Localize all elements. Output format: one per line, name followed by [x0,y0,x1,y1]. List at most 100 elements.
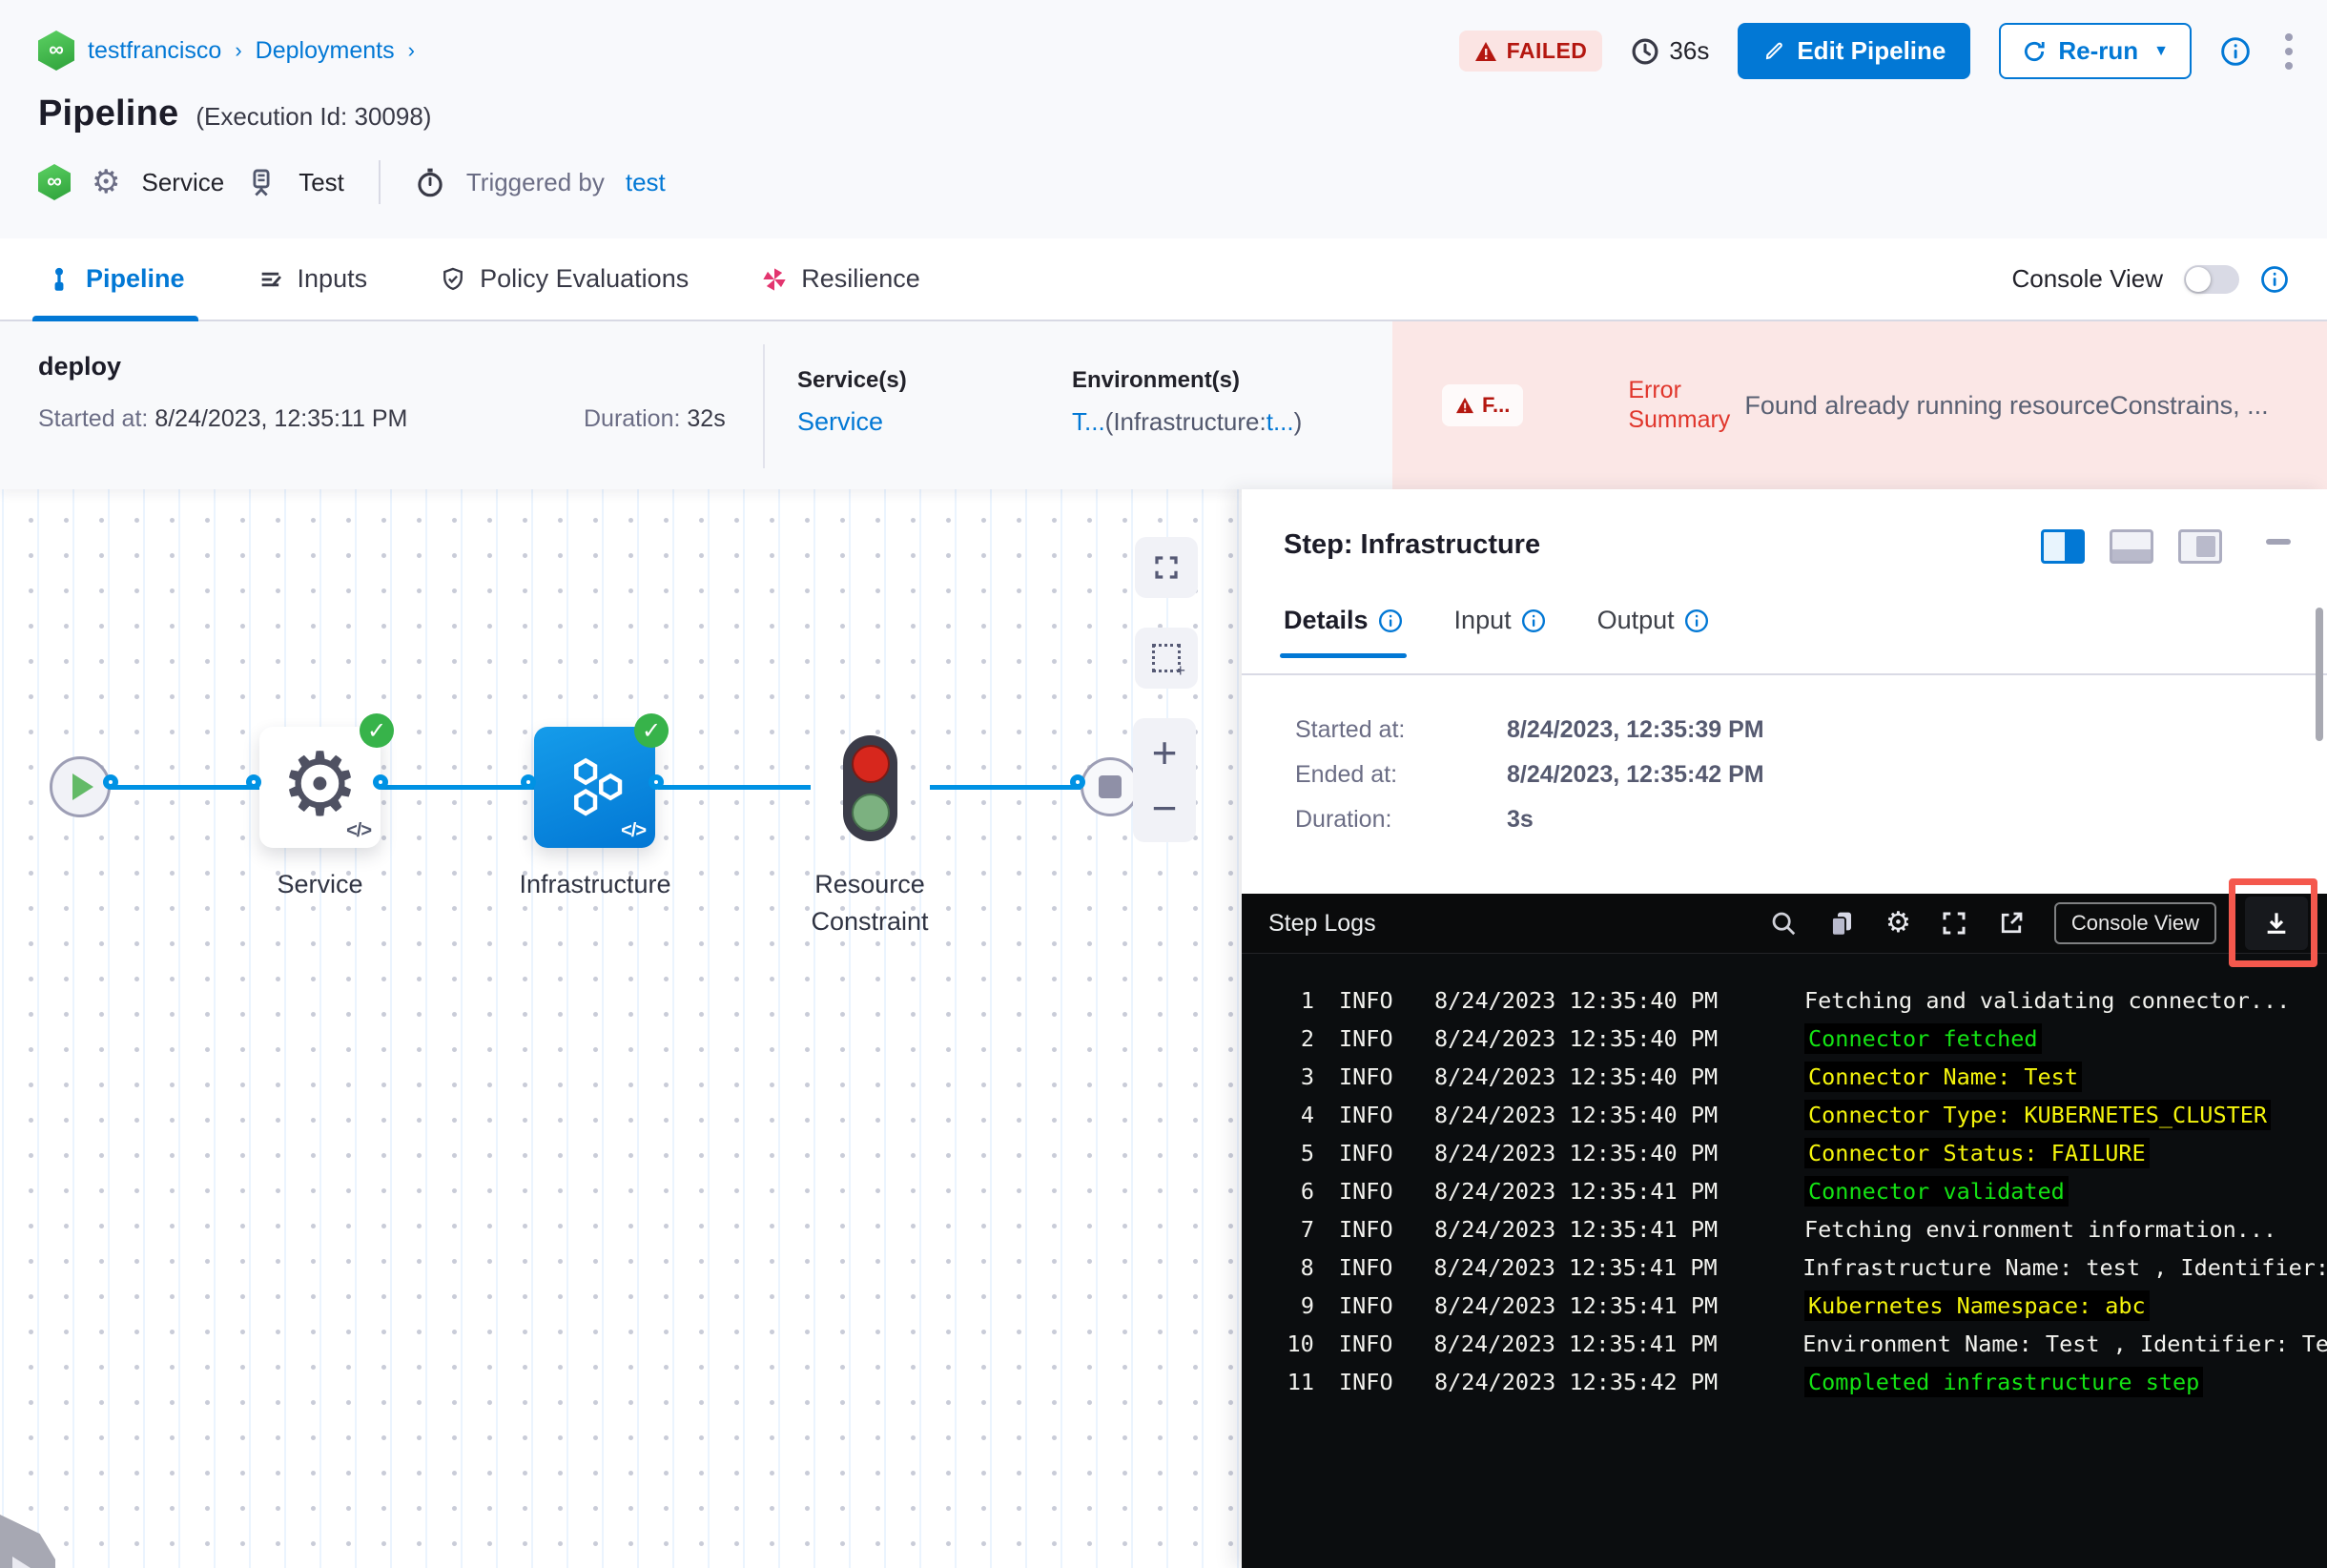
stage-services: Service(s) Service [797,367,907,436]
end-node[interactable] [1081,757,1140,816]
info-icon[interactable] [2260,265,2289,294]
graph-edge [381,785,539,790]
stage-started-at: Started at: 8/24/2023, 12:35:11 PM [38,405,408,432]
caret-down-icon: ▼ [2153,42,2169,59]
tab-resilience[interactable]: Resilience [753,238,928,320]
step-logs-title: Step Logs [1268,909,1376,937]
cd-module-icon: ∞ [38,164,71,200]
pipeline-icon [54,267,64,291]
open-in-new-icon[interactable] [1997,909,2026,938]
status-badge: FAILED [1458,31,1603,72]
node-label: Resource Constraint [811,870,929,937]
rerun-button[interactable]: Re-run ▼ [1999,23,2192,79]
green-light [851,793,890,832]
environment-link[interactable]: T...(Infrastructure:t...) [1072,407,1303,436]
step-panel-tabs: Details Input Output [1280,606,1709,658]
step-logs-header: Step Logs ⚙ Console View [1242,894,2327,954]
gear-icon: ⚙ [92,163,121,201]
warning-triangle-icon [1474,41,1496,61]
clock-icon [1632,38,1658,64]
edge-port [373,774,388,790]
error-summary-label: Error Summary [1628,376,1731,433]
service-name[interactable]: Service [141,167,225,196]
fullscreen-icon[interactable] [1940,909,1968,938]
node-service[interactable]: ⚙ </> ✓ [259,713,394,848]
canvas-fullscreen-button[interactable] [1135,537,1198,598]
graph-edge [95,785,267,790]
layout-bottom-split-button[interactable] [2110,529,2153,564]
header-actions: FAILED 36s Edit Pipeline Re-run ▼ [1458,23,2298,79]
download-icon [2267,913,2286,934]
cd-module-icon: ∞ [38,31,74,71]
tab-pipeline[interactable]: Pipeline [32,238,198,321]
layout-float-button[interactable] [2178,529,2222,564]
edge-port [521,774,536,790]
node-label: Service [277,870,363,898]
detail-row: Started at:8/24/2023, 12:35:39 PM [1295,716,1764,743]
console-view-toggle[interactable] [2184,264,2239,294]
edge-port [246,774,261,790]
edge-port [1070,774,1085,790]
tab-details[interactable]: Details [1280,606,1407,658]
console-view-label: Console View [2011,264,2163,293]
pipeline-graph-canvas[interactable]: ⚙ </> ✓ </> ✓ Service In [0,489,1242,1568]
tab-inputs[interactable]: Inputs [250,238,376,320]
info-icon [1684,609,1708,632]
expand-panel-handle[interactable] [0,1515,55,1568]
start-node[interactable] [50,756,111,817]
divider [1242,673,2327,675]
node-infrastructure[interactable]: </> ✓ [534,713,669,848]
tab-input[interactable]: Input [1454,606,1546,658]
panel-minimize-button[interactable] [2266,539,2291,545]
refresh-icon [2025,41,2045,61]
detail-row: Duration:3s [1295,806,1534,833]
code-icon: </> [346,820,372,841]
panel-layout-switcher [2041,529,2222,564]
tab-policy-evaluations[interactable]: Policy Evaluations [432,238,696,320]
resilience-icon [763,267,786,291]
log-settings-gear-icon[interactable]: ⚙ [1884,906,1911,939]
canvas-select-button[interactable] [1135,628,1198,689]
gear-icon: ⚙ [280,732,360,836]
error-summary-text: Found already running resourceConstrains… [1744,390,2269,420]
triggered-by-value[interactable]: test [625,167,666,196]
success-check-icon: ✓ [360,713,394,748]
divider [378,160,381,204]
page-header: ∞ testfrancisco › Deployments › FAILED 3… [0,0,2327,238]
warning-triangle-icon [1456,397,1473,414]
copy-icon[interactable] [1826,908,1857,939]
zoom-in-button[interactable]: + [1151,727,1178,777]
edit-pipeline-button[interactable]: Edit Pipeline [1738,23,1971,79]
zoom-out-button[interactable]: − [1151,783,1178,834]
step-panel-title: Step: Infrastructure [1284,529,1541,560]
node-resource-constraint[interactable] [843,735,897,841]
chevron-right-icon [11,1557,31,1568]
console-view-button[interactable]: Console View [2053,902,2216,944]
main-tab-bar: Pipeline Inputs Policy Evaluations Resil… [0,238,2327,321]
info-icon[interactable] [2220,36,2251,67]
tab-output[interactable]: Output [1597,606,1709,658]
edge-port [103,774,118,790]
layout-right-split-button[interactable] [2041,529,2085,564]
execution-meta: ∞ ⚙ Service Test Triggered by test [38,160,666,204]
download-logs-button[interactable] [2245,897,2308,950]
step-details: Started at:8/24/2023, 12:35:39 PM Ended … [1295,716,1764,834]
breadcrumb-deployments[interactable]: Deployments [255,36,395,64]
environment-name[interactable]: Test [299,167,344,196]
chevron-right-icon: › [235,38,242,62]
graph-edge [930,785,1092,790]
error-status-badge: F... [1442,384,1524,426]
service-link[interactable]: Service [797,407,884,436]
breadcrumb: ∞ testfrancisco › Deployments › [38,31,415,71]
breadcrumb-project[interactable]: testfrancisco [88,36,222,64]
kebab-menu-icon[interactable] [2279,28,2298,75]
stage-name[interactable]: deploy [38,352,122,381]
scrollbar[interactable] [2316,608,2323,741]
stage-summary: deploy Started at: 8/24/2023, 12:35:11 P… [0,321,2327,489]
search-icon[interactable] [1769,909,1798,938]
node-label: Infrastructure [519,870,671,898]
